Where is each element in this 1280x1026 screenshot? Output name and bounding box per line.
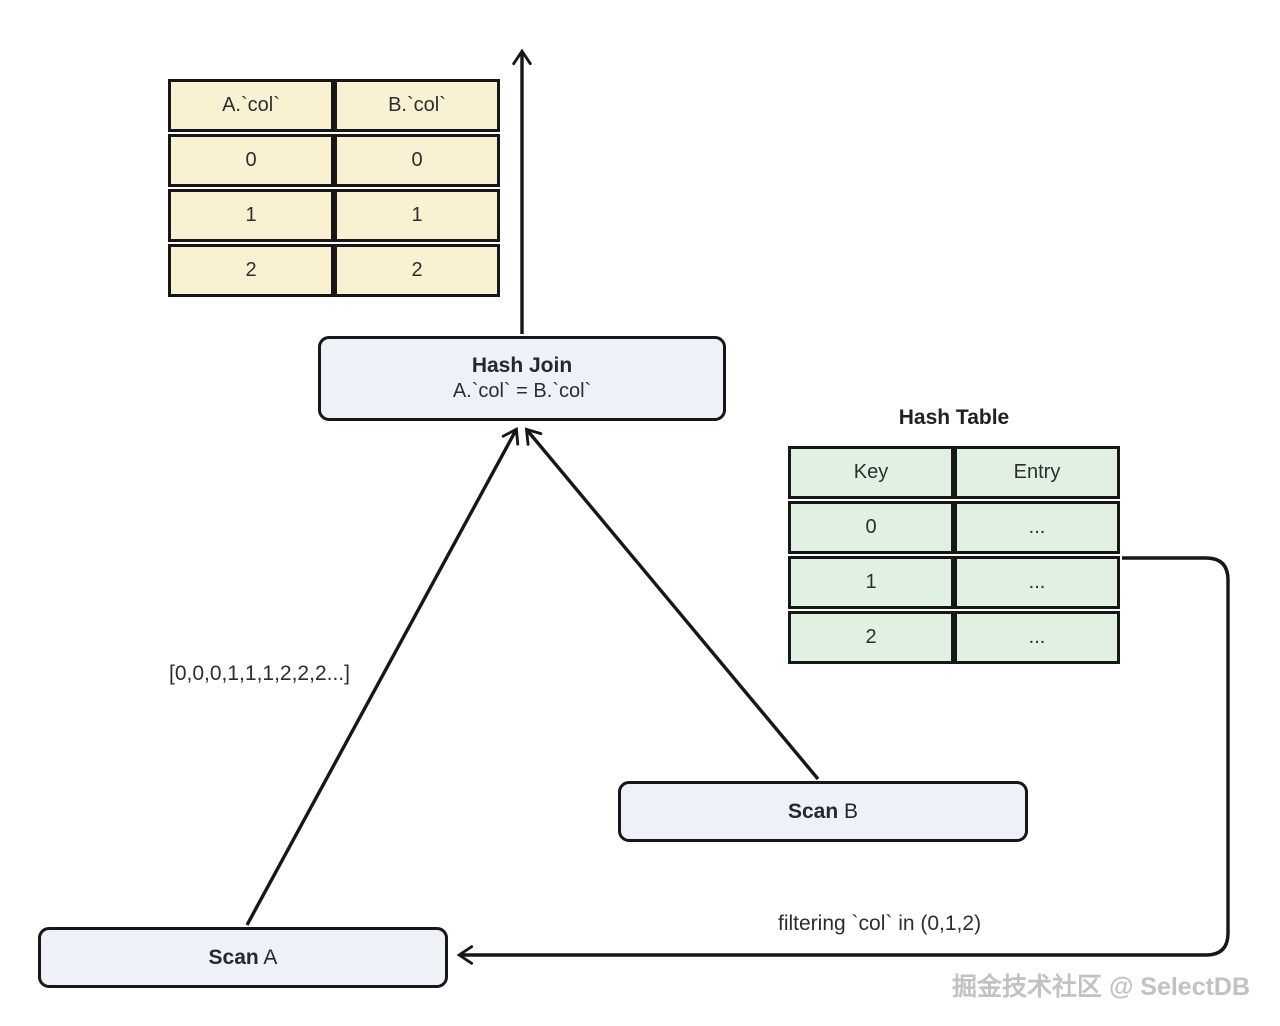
- table-cell: 0: [334, 134, 500, 187]
- scan-b-title-regular: B: [838, 799, 859, 823]
- table-header-row: A.`col` B.`col`: [168, 79, 500, 132]
- hash-table-title: Hash Table: [898, 406, 1010, 429]
- table-cell: ...: [954, 501, 1120, 554]
- table-cell: 0: [168, 134, 334, 187]
- scan-a-title: Scan A: [209, 946, 278, 970]
- scan-a-title-regular: A: [258, 945, 278, 969]
- table-cell: 1: [168, 189, 334, 242]
- table-header-row: Key Entry: [788, 446, 1120, 499]
- hash-join-title: Hash Join: [471, 354, 573, 377]
- hash-table-header-key: Key: [788, 446, 954, 499]
- hash-join-node: Hash Join A.`col` = B.`col`: [318, 336, 726, 421]
- scan-b-title-bold: Scan: [787, 799, 839, 823]
- arrow-scanb-to-hashjoin: [524, 427, 820, 781]
- scan-a-node: Scan A: [38, 927, 448, 988]
- table-row: 2...: [788, 611, 1120, 664]
- table-cell: 2: [788, 611, 954, 664]
- result-header-b-col: B.`col`: [334, 79, 500, 132]
- table-cell: 1: [334, 189, 500, 242]
- table-cell: ...: [954, 556, 1120, 609]
- watermark: 掘金技术社区 @ SelectDB: [952, 973, 1251, 1001]
- runtime-filter-label: filtering `col` in (0,1,2): [778, 912, 982, 935]
- table-cell: 0: [788, 501, 954, 554]
- scan-a-output-label: [0,0,0,1,1,1,2,2,2...]: [169, 662, 350, 685]
- hash-table-header-entry: Entry: [954, 446, 1120, 499]
- hash-table: Key Entry 0...1...2...: [788, 444, 1120, 666]
- scan-a-title-bold: Scan: [208, 945, 259, 969]
- result-header-a-col: A.`col`: [168, 79, 334, 132]
- table-row: 0...: [788, 501, 1120, 554]
- scan-b-title: Scan B: [788, 800, 858, 824]
- table-cell: ...: [954, 611, 1120, 664]
- table-cell: 1: [788, 556, 954, 609]
- table-cell: 2: [168, 244, 334, 297]
- scan-b-node: Scan B: [618, 781, 1028, 842]
- table-row: 1...: [788, 556, 1120, 609]
- table-cell: 2: [334, 244, 500, 297]
- hash-join-condition: A.`col` = B.`col`: [452, 380, 592, 402]
